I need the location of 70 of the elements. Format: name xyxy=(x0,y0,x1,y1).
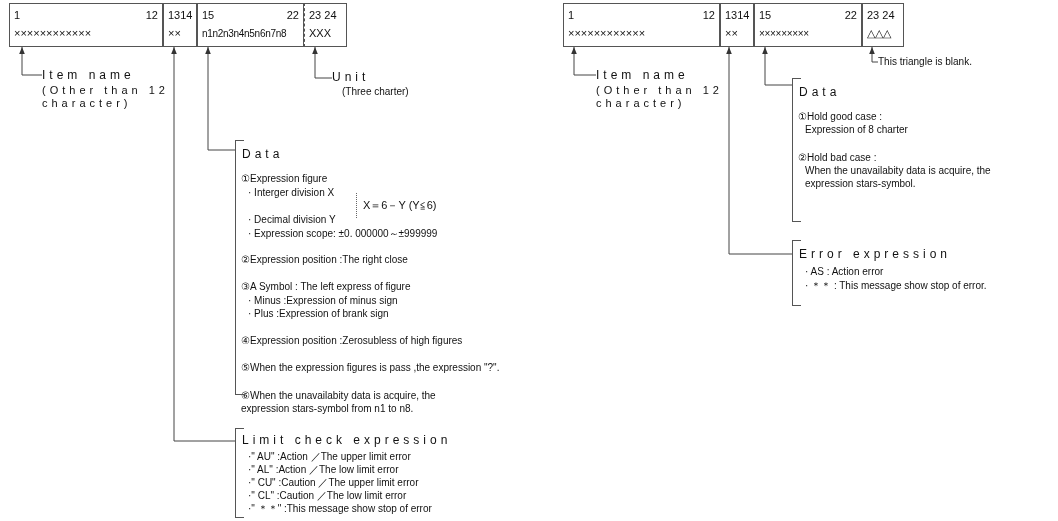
record-field-cell xyxy=(563,3,720,47)
leader-line xyxy=(571,46,597,76)
note-text: · Decimal division Y xyxy=(248,213,336,226)
note-text: ·" CU" :Caution ／The upper limit error xyxy=(248,476,419,489)
position-number: 22 xyxy=(844,9,857,22)
note-heading: Data xyxy=(799,86,841,99)
note-text: ②Expression position :The right close xyxy=(241,253,408,266)
note-heading: Item name xyxy=(596,69,689,82)
leader-line xyxy=(869,46,879,63)
field-placeholder: △△△ xyxy=(867,27,891,40)
leader-line xyxy=(19,46,43,76)
position-number: 23 24 xyxy=(867,9,895,22)
note-text: (Other than 12 character) xyxy=(42,84,170,110)
field-placeholder: ××××××××× xyxy=(759,27,809,40)
note-text: ①Expression figure xyxy=(241,172,328,185)
note-text: ①Hold good case : xyxy=(798,110,883,123)
position-number: 1 xyxy=(568,9,575,22)
note-heading: Error expression xyxy=(799,248,952,261)
note-heading: Data xyxy=(242,148,284,161)
note-text: ③A Symbol : The left express of figure xyxy=(241,280,411,293)
note-text: · Minus :Expression of minus sign xyxy=(248,294,398,307)
note-text: (Three charter) xyxy=(342,85,409,98)
leader-line xyxy=(312,46,333,79)
record-field-cell xyxy=(754,3,862,47)
leader-line xyxy=(762,46,793,86)
note-text: ⑤When the expression figures is pass ,the expression "?". xyxy=(241,361,500,374)
record-field-cell xyxy=(720,3,754,47)
record-field-cell xyxy=(163,3,197,47)
note-text: (Other than 12 character) xyxy=(596,84,724,110)
position-number: 22 xyxy=(286,9,299,22)
record-field-cell xyxy=(304,3,347,47)
position-number: 23 24 xyxy=(309,9,337,22)
note-text: ②Hold bad case : xyxy=(798,151,877,164)
record-field-cell xyxy=(197,3,304,47)
note-text: · ＊＊ : This message show stop of error. xyxy=(805,279,987,292)
leader-line xyxy=(205,46,236,151)
note-text: ·" AU" :Action ／The upper limit error xyxy=(248,450,411,463)
position-number: 15 xyxy=(759,9,772,22)
position-number: 1314 xyxy=(725,9,750,22)
field-placeholder: n1n2n3n4n5n6n7n8 xyxy=(202,27,287,40)
position-number: 1314 xyxy=(168,9,193,22)
note-text: ·" ＊＊" :This message show stop of error xyxy=(248,502,432,515)
note-text: · Plus :Expression of brank sign xyxy=(248,307,389,320)
field-placeholder: ×× xyxy=(168,27,181,40)
position-number: 1 xyxy=(14,9,21,22)
position-number: 12 xyxy=(145,9,158,22)
record-field-cell xyxy=(9,3,163,47)
note-text: This triangle is blank. xyxy=(878,55,972,68)
note-text: Expression of 8 charter xyxy=(805,123,908,136)
field-placeholder: XXX xyxy=(309,27,331,40)
note-text: ④Expression position :Zerosubless of high figures xyxy=(241,334,463,347)
note-text: X＝6－Y (Y≦6) xyxy=(356,193,437,218)
position-number: 15 xyxy=(202,9,215,22)
note-text: ·" CL" :Caution ／The low limit error xyxy=(248,489,407,502)
field-placeholder: ×××××××××××× xyxy=(568,27,646,40)
note-text: · Expression scope: ±0. 000000～±999999 xyxy=(248,227,438,240)
leader-line xyxy=(726,46,793,255)
position-number: 12 xyxy=(702,9,715,22)
note-heading: Limit check expression xyxy=(242,434,452,447)
leader-line xyxy=(171,46,236,442)
note-heading: Item name xyxy=(42,69,135,82)
note-text: · Interger division X xyxy=(248,186,335,199)
note-heading: Unit xyxy=(332,71,370,84)
field-placeholder: ×× xyxy=(725,27,738,40)
record-field-cell xyxy=(862,3,904,47)
note-text: ⑥When the unavailabity data is acquire, the expression stars-symbol from n1 to n8. xyxy=(241,389,437,415)
field-placeholder: ×××××××××××× xyxy=(14,27,92,40)
note-text: ·" AL" :Action ／The low limit error xyxy=(248,463,399,476)
note-text: · AS : Action error xyxy=(805,265,884,278)
note-text: When the unavailabity data is acquire, the expression stars-symbol. xyxy=(805,164,992,190)
